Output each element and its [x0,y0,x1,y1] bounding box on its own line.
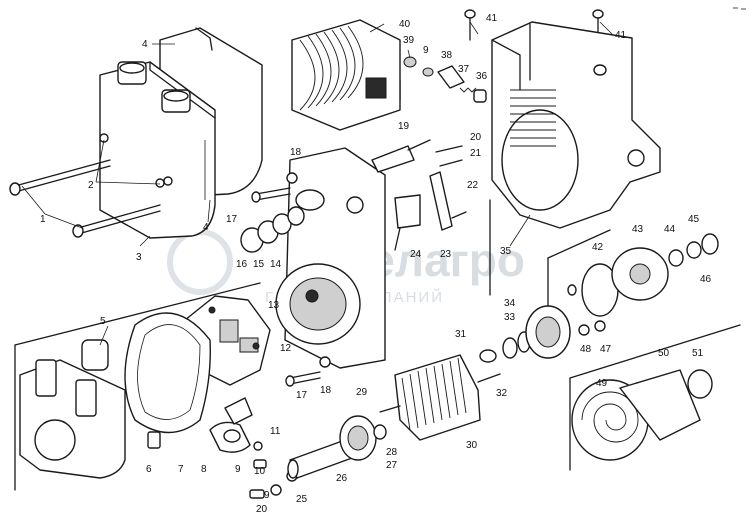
callout-15: 15 [253,259,265,270]
corner-mark [733,7,746,10]
callout-25: 25 [296,494,308,505]
callout-16: 16 [236,259,248,270]
clip-part-11 [224,397,253,425]
callout-29: 29 [356,387,368,398]
callout-45: 45 [688,214,700,225]
screws-20-22 [435,145,467,219]
callout-33: 33 [504,312,516,323]
leader-lines [21,21,613,346]
housing-part-35 [491,21,661,229]
callout-21: 21 [470,148,482,159]
bracket-part-8 [209,421,251,453]
callout-50: 50 [658,348,670,359]
callout-39: 39 [403,35,415,46]
long-bolts-part-1 [9,133,173,238]
callout-48: 48 [580,344,592,355]
callout-44: 44 [664,224,676,235]
callout-18b: 18 [320,385,332,396]
field-coil-part-40 [291,19,401,131]
callout-1: 1 [40,214,46,225]
callout-10: 10 [254,466,266,477]
callout-49: 49 [596,378,608,389]
callout-19: 19 [398,121,410,132]
callout-34: 34 [504,298,516,309]
callout-17b: 17 [296,390,308,401]
housing-block-middle [275,147,386,369]
callout-8: 8 [201,464,207,475]
gasket-part-7 [124,312,211,434]
callout-4b: 4 [203,222,209,233]
callout-20a: 20 [470,132,482,143]
callout-22: 22 [467,180,479,191]
bearing-parts-31-34 [479,305,571,363]
bolt-part-17-lower [285,356,331,387]
plunger-parts-36-39 [403,56,487,103]
callout-7: 7 [178,464,184,475]
callout-9b: 9 [235,464,241,475]
callout-51: 51 [692,348,704,359]
callout-12: 12 [280,343,292,354]
flange-parts-42-48 [567,233,719,336]
manifold-part-5 [19,339,126,479]
callout-41b: 41 [615,30,627,41]
callout-26: 26 [336,473,348,484]
callout-23: 23 [440,249,452,260]
spring-cover-parts-49-51 [571,369,713,461]
callout-36: 36 [476,71,488,82]
lever-part-23 [429,171,453,231]
callout-28: 28 [386,447,398,458]
callout-40: 40 [399,19,411,30]
callout-37: 37 [458,64,470,75]
switch-part-24 [394,194,421,251]
callout-27: 27 [386,460,398,471]
callout-17a: 17 [226,214,238,225]
gear-part-27-28 [339,415,387,461]
callout-32: 32 [496,388,508,399]
callout-31: 31 [455,329,467,340]
callout-4a: 4 [142,39,148,50]
callout-35: 35 [500,246,512,257]
screw-part-6 [147,431,161,449]
callout-46: 46 [700,274,712,285]
callout-6: 6 [146,464,152,475]
sensor-part-19 [371,139,431,173]
callout-41a: 41 [486,13,498,24]
callout-13: 13 [268,300,280,311]
callout-2: 2 [88,180,94,191]
callout-3: 3 [136,252,142,263]
housing-part-3 [99,61,216,239]
callout-43: 43 [632,224,644,235]
callout-5: 5 [100,316,106,327]
callout-42: 42 [592,242,604,253]
callout-labels: 1 2 3 4 4 5 6 7 8 9 9 9 10 11 12 13 14 1… [40,13,712,515]
callout-20b: 20 [256,504,268,515]
armature-part-30 [379,354,501,441]
callout-24: 24 [410,249,422,260]
callout-18a: 18 [290,147,302,158]
fittings-parts-14-17 [240,172,305,253]
callout-30: 30 [466,440,478,451]
callout-11: 11 [270,426,281,437]
callout-14: 14 [270,259,282,270]
callout-47: 47 [600,344,612,355]
callout-9a: 9 [423,45,429,56]
callout-9c: 9 [264,490,270,501]
callout-38: 38 [441,50,453,61]
